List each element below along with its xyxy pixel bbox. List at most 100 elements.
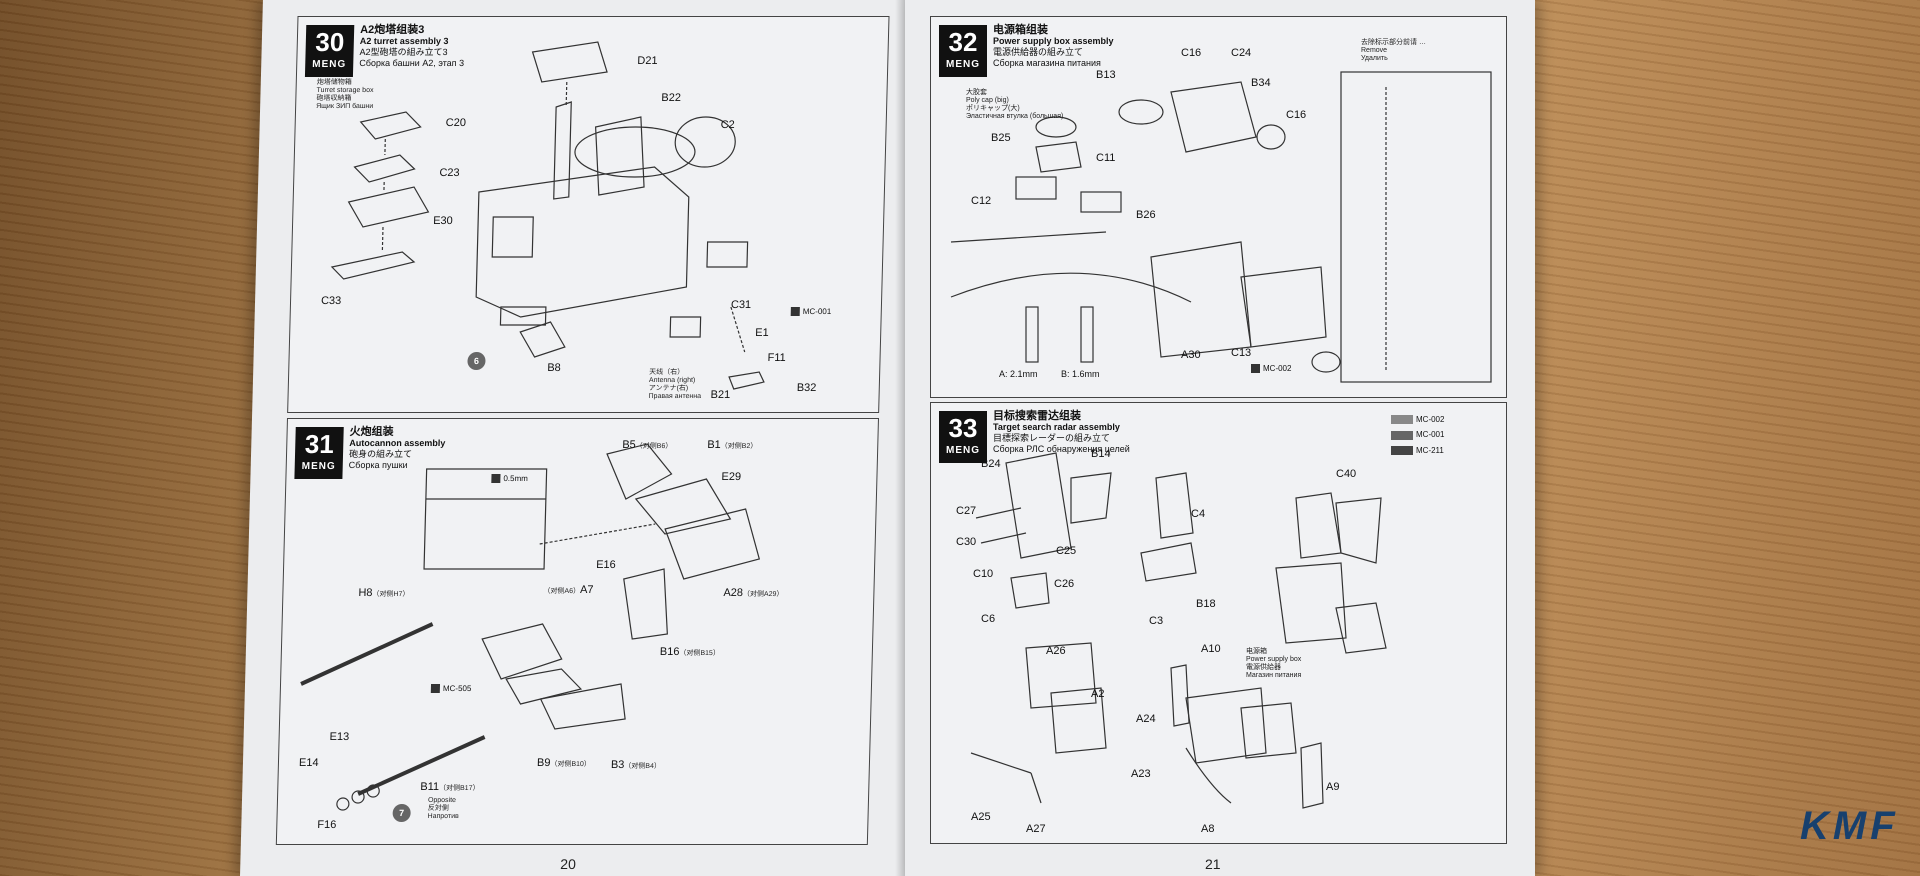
part-label-c6: C6 bbox=[981, 613, 996, 625]
paint-legend-item: MC-211 bbox=[1391, 445, 1444, 456]
page-number-right: 21 bbox=[1205, 856, 1221, 872]
step-32-titles: 电源箱组装 Power supply box assembly 電源供給器の組み… bbox=[993, 25, 1114, 69]
antenna-en: Antenna (right) bbox=[648, 377, 696, 384]
paint-swatch-icon bbox=[790, 307, 800, 317]
opposite-part: （对侧B6） bbox=[635, 443, 673, 450]
antenna-cn: 天线（右） bbox=[649, 369, 685, 376]
opposite-en: Opposite bbox=[427, 797, 457, 804]
part-label-c11: C11 bbox=[1096, 152, 1116, 164]
paint-code: MC-002 bbox=[1416, 415, 1445, 424]
step-30-panel: 30 MENG A2炮塔组装3 A2 turret assembly 3 A2型… bbox=[287, 16, 890, 413]
part-label-e14: E14 bbox=[298, 757, 319, 769]
part-label-c24: C24 bbox=[1231, 47, 1252, 59]
polycap-ru: Эластичная втулка (большая) bbox=[966, 113, 1064, 120]
part-label-a26: A26 bbox=[1046, 645, 1066, 657]
polycap-en: Poly cap (big) bbox=[966, 97, 1009, 104]
part-label-c31: C31 bbox=[730, 299, 752, 311]
watermark-text: KMF bbox=[1800, 804, 1899, 848]
dimension-b: B: 1.6mm bbox=[1061, 369, 1100, 379]
polycap-cn: 大胶套 bbox=[966, 89, 987, 96]
paint-code: MC-211 bbox=[1416, 445, 1444, 455]
opposite-part: （对侧B15） bbox=[679, 650, 720, 657]
paint-legend-item: MC-002 bbox=[1391, 415, 1445, 425]
opposite-part: （对侧B10） bbox=[550, 761, 591, 768]
opposite-part: （对侧H7） bbox=[372, 591, 410, 598]
part-label-c33: C33 bbox=[320, 295, 342, 307]
step-33-badge: 33 MENG bbox=[939, 411, 987, 463]
part-label-a10: A10 bbox=[1201, 643, 1221, 655]
paint-code: MC-001 bbox=[1416, 430, 1445, 440]
power-supply-drawing bbox=[950, 71, 1492, 383]
part-label-a30: A30 bbox=[1181, 349, 1201, 361]
step-number: 32 bbox=[948, 27, 978, 57]
decal-number: 7 bbox=[399, 808, 405, 818]
part-label-e1: E1 bbox=[755, 327, 769, 339]
title-ru: Сборка РЛС обнаружения целей bbox=[993, 444, 1130, 454]
power-supply-box-caption: 电源箱 Power supply box 電源供給器 Магазин питан… bbox=[1246, 648, 1301, 680]
part-id: B9 bbox=[536, 757, 551, 769]
paint-swatch-icon bbox=[1391, 415, 1413, 425]
part-label-c4: C4 bbox=[1191, 508, 1206, 520]
part-label-c40: C40 bbox=[1336, 468, 1357, 480]
psb-en: Power supply box bbox=[1246, 656, 1302, 663]
part-label-b25: B25 bbox=[991, 132, 1011, 144]
opposite-part: （对侧A6） bbox=[543, 588, 581, 595]
opposite-jp: 反対側 bbox=[427, 805, 449, 812]
part-label-e16: E16 bbox=[595, 559, 616, 571]
part-label-a7: （对侧A6）A7 bbox=[543, 584, 593, 596]
paint-mc-505: MC-505 bbox=[430, 684, 472, 694]
part-id: B1 bbox=[707, 439, 721, 451]
step-number: 33 bbox=[948, 413, 978, 443]
paint-mc-002: MC-002 bbox=[1251, 364, 1291, 374]
part-label-a25: A25 bbox=[971, 811, 991, 823]
part-label-b24: B24 bbox=[981, 458, 1001, 470]
antenna-jp: アンテナ(右) bbox=[648, 385, 689, 392]
psb-cn: 电源箱 bbox=[1246, 648, 1267, 655]
drill-value: 0.5mm bbox=[503, 474, 528, 483]
paint-swatch-icon bbox=[1251, 364, 1260, 374]
instruction-page-left: 30 MENG A2炮塔组装3 A2 turret assembly 3 A2型… bbox=[240, 0, 928, 876]
paint-swatch-icon bbox=[1391, 430, 1413, 440]
part-label-c13: C13 bbox=[1231, 347, 1252, 359]
part-label-f11: F11 bbox=[767, 352, 786, 364]
part-label-c30: C30 bbox=[956, 536, 977, 548]
part-id: B16 bbox=[659, 646, 680, 658]
part-label-b13: B13 bbox=[1096, 69, 1116, 81]
paint-legend: MC-002 MC-001 MC-211 bbox=[1391, 415, 1445, 456]
page-number-left: 20 bbox=[560, 856, 577, 872]
part-label-h8: H8（对侧H7） bbox=[358, 587, 409, 599]
part-label-c25: C25 bbox=[1056, 545, 1077, 557]
drill-size: 0.5mm bbox=[491, 474, 528, 484]
paint-swatch-icon bbox=[1391, 446, 1413, 456]
part-id: A7 bbox=[579, 584, 594, 596]
opposite-ru: Напротив bbox=[427, 813, 459, 820]
radar-drawing bbox=[970, 452, 1387, 809]
psb-jp: 電源供給器 bbox=[1246, 664, 1281, 671]
part-label-f16: F16 bbox=[317, 819, 337, 831]
step-33-panel: 33 MENG 目标搜索雷达组装 Target search radar ass… bbox=[930, 402, 1507, 844]
step-31-panel: 31 MENG 火炮组装 Autocannon assembly 砲身の組み立て… bbox=[275, 418, 879, 845]
part-id: H8 bbox=[358, 587, 373, 599]
antenna-ru: Правая антенна bbox=[648, 393, 702, 400]
opposite-part: （对侧B4） bbox=[624, 763, 661, 770]
remove-ru: Удалить bbox=[1361, 55, 1388, 62]
part-label-a28: A28（对侧A29） bbox=[723, 587, 783, 599]
dimension-a: A: 2.1mm bbox=[999, 369, 1038, 379]
part-label-b3: B3（对侧B4） bbox=[611, 759, 661, 771]
part-label-a9: A9 bbox=[1326, 781, 1340, 793]
autocannon-drawing bbox=[300, 443, 761, 811]
polycap-jp: ポリキャップ(大) bbox=[966, 105, 1020, 112]
paint-legend-item: MC-001 bbox=[1391, 430, 1445, 440]
paint-code: MC-505 bbox=[442, 684, 472, 693]
paint-mc-001: MC-001 bbox=[790, 307, 831, 317]
part-label-b11: B11（对侧B17） bbox=[420, 781, 480, 793]
part-label-c16-right: C16 bbox=[1286, 109, 1307, 121]
part-label-b21: B21 bbox=[710, 389, 731, 401]
part-label-c3: C3 bbox=[1149, 615, 1164, 627]
remove-cn: 去除标示部分前请 … bbox=[1361, 39, 1426, 46]
polycap-big-caption: 大胶套 Poly cap (big) ポリキャップ(大) Эластичная … bbox=[966, 89, 1063, 121]
antenna-caption: 天线（右） Antenna (right) アンテナ(右) Правая ант… bbox=[648, 369, 701, 401]
part-label-e13: E13 bbox=[329, 731, 350, 743]
brand-logo: MENG bbox=[946, 59, 980, 70]
opposite-part: （对侧A29） bbox=[742, 591, 784, 598]
